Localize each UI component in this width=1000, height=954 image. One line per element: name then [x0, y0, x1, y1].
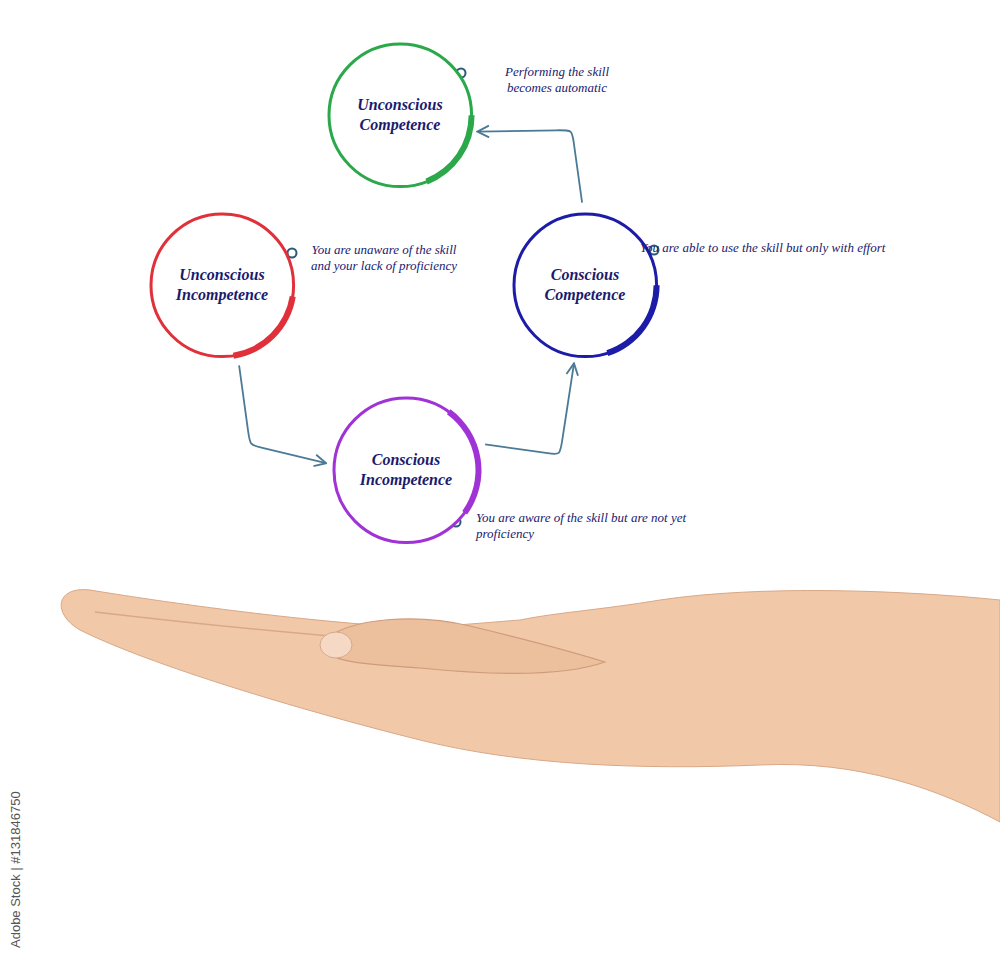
stage-circle: Conscious Competence: [511, 211, 660, 360]
stage-circle: Unconscious Incompetence: [148, 211, 297, 360]
leader-dot: [288, 249, 297, 258]
circle-outline: [326, 41, 475, 190]
hand-finger-line: [95, 612, 330, 636]
stage-description: Performing the skill becomes automatic: [482, 64, 632, 96]
circle-accent-arc: [447, 409, 482, 514]
watermark-text: Adobe Stock | #131846750: [8, 791, 24, 948]
circle-accent-arc: [233, 296, 296, 359]
cycle-arrow: [239, 365, 325, 462]
stage-circle: Conscious Incompetence: [331, 395, 481, 545]
stage-name: Conscious Competence: [526, 265, 644, 305]
stage-name: Unconscious Incompetence: [163, 265, 281, 305]
cycle-arrow: [479, 130, 583, 203]
stage-name: Unconscious Competence: [341, 95, 459, 135]
cycle-arrow: [485, 365, 574, 455]
circle-outline: [511, 211, 660, 360]
hand-palm: [61, 590, 1000, 822]
hand-thumb: [322, 619, 605, 673]
thumb-nail: [320, 632, 352, 658]
stage-name: Conscious Incompetence: [346, 450, 466, 490]
stage-description: You are unaware of the skill and your la…: [304, 242, 464, 274]
circle-outline: [148, 211, 297, 360]
stage-description: You are aware of the skill but are not y…: [476, 510, 696, 542]
circle-outline: [331, 395, 481, 545]
stage-circle: Unconscious Competence: [326, 41, 475, 190]
stage-description: You are able to use the skill but only w…: [640, 240, 890, 256]
